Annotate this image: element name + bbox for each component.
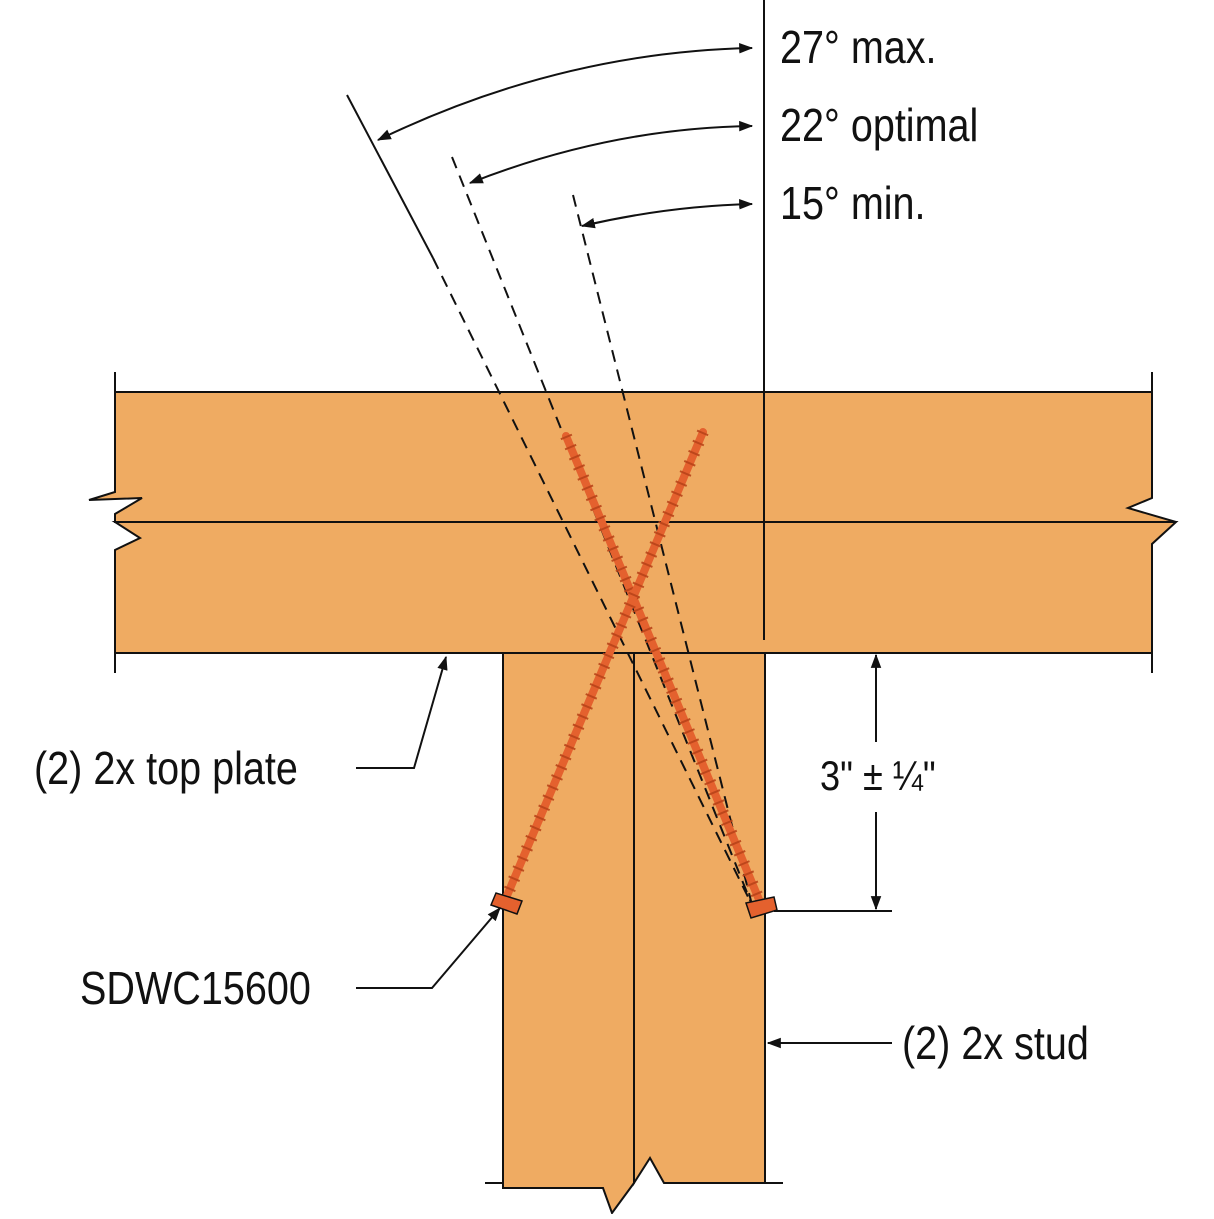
screw-leader — [356, 907, 501, 989]
top-plate-leader — [356, 655, 448, 769]
screw-model-label: SDWC15600 — [80, 962, 311, 1014]
optimal-angle-arc — [468, 120, 754, 184]
min-angle-arc — [580, 199, 754, 229]
dimension-label: 3" ± ¼" — [820, 752, 936, 799]
max-angle-arc — [376, 43, 754, 141]
screws — [490, 428, 778, 919]
min-angle-guide-dashed — [572, 194, 753, 906]
max-angle-guide-solid — [346, 94, 434, 259]
stud-label: (2) 2x stud — [902, 1017, 1089, 1069]
screw-left-to-right — [490, 428, 709, 915]
stud-right-member — [633, 652, 766, 1187]
optimal-angle-label: 22° optimal — [780, 99, 979, 151]
stud — [485, 652, 783, 1216]
dimension-line — [774, 652, 892, 912]
min-angle-label: 15° min. — [780, 177, 926, 229]
angle-guides — [346, 43, 754, 906]
max-angle-guide-dashed — [432, 257, 753, 906]
max-angle-label: 27° max. — [780, 21, 937, 73]
top-plate-upper-board — [88, 391, 1177, 523]
callout-leaders — [356, 655, 892, 1049]
screw-head — [490, 892, 523, 915]
stud-left-member — [502, 652, 635, 1216]
top-plate-label: (2) 2x top plate — [34, 742, 298, 794]
top-plate — [88, 372, 1179, 673]
